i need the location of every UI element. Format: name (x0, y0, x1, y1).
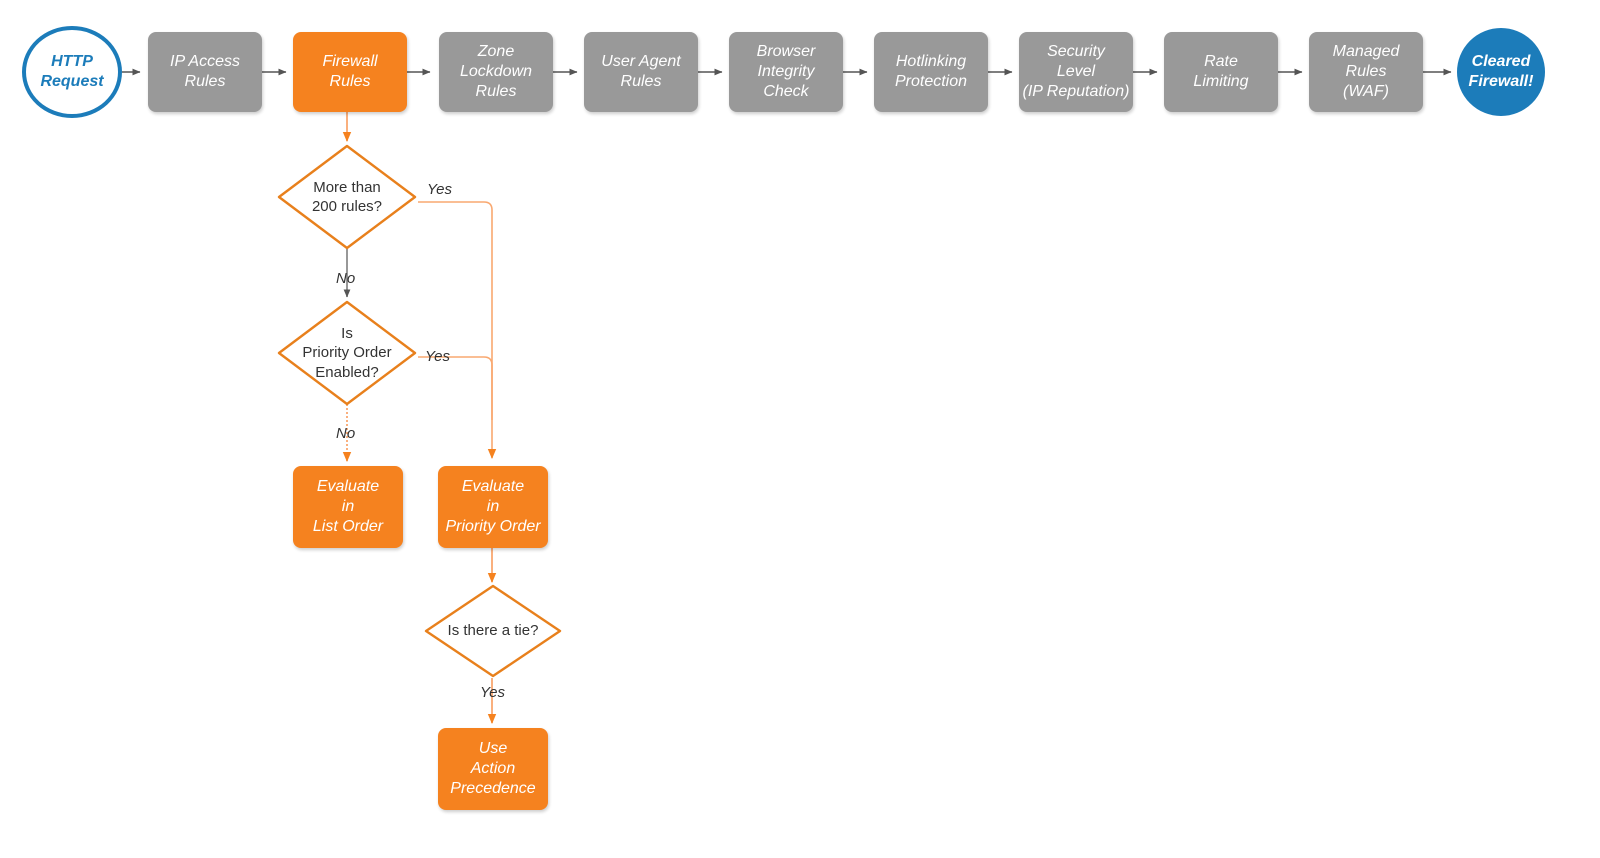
node-browser-integrity-check[interactable]: Browser Integrity Check (729, 32, 843, 112)
node-decision-more-than-200-rules[interactable]: More than 200 rules? (276, 143, 418, 251)
node-label: Is there a tie? (447, 622, 539, 640)
node-label: IP Access Rules (170, 52, 240, 90)
node-label: Evaluate in List Order (312, 477, 384, 536)
node-decision-is-priority-order-enabled[interactable]: Is Priority Order Enabled? (276, 299, 418, 407)
node-label: Evaluate in Priority Order (445, 477, 541, 536)
node-http-request[interactable]: HTTP Request (22, 26, 122, 118)
node-evaluate-in-priority-order[interactable]: Evaluate in Priority Order (438, 466, 548, 548)
node-use-action-precedence[interactable]: Use Action Precedence (438, 728, 548, 810)
node-zone-lockdown-rules[interactable]: Zone Lockdown Rules (439, 32, 553, 112)
node-label: HTTP Request (40, 52, 104, 90)
diamond-outline (424, 584, 562, 678)
node-decision-is-there-a-tie[interactable]: Is there a tie? (423, 583, 563, 679)
node-security-level[interactable]: Security Level (IP Reputation) (1019, 32, 1133, 112)
node-label: Browser Integrity Check (756, 42, 816, 101)
node-managed-rules-waf[interactable]: Managed Rules (WAF) (1309, 32, 1423, 112)
node-label: Cleared Firewall! (1468, 52, 1534, 90)
diamond-outline (277, 144, 417, 250)
node-rate-limiting[interactable]: Rate Limiting (1164, 32, 1278, 112)
edge-decision2-yes (418, 356, 493, 420)
node-ip-access-rules[interactable]: IP Access Rules (148, 32, 262, 112)
edge-label-more-than-200-yes: Yes (427, 181, 453, 198)
node-label: Managed Rules (WAF) (1332, 42, 1400, 101)
diamond-outline (277, 300, 417, 406)
node-label: More than 200 rules? (311, 178, 383, 216)
node-evaluate-in-list-order[interactable]: Evaluate in List Order (293, 466, 403, 548)
node-label: Firewall Rules (322, 52, 378, 90)
node-firewall-rules[interactable]: Firewall Rules (293, 32, 407, 112)
edge-label-priority-order-yes: Yes (425, 348, 451, 365)
node-label: Security Level (IP Reputation) (1022, 42, 1130, 101)
node-label: User Agent Rules (601, 52, 681, 90)
node-user-agent-rules[interactable]: User Agent Rules (584, 32, 698, 112)
node-label: Is Priority Order Enabled? (302, 324, 392, 381)
node-label: Use Action Precedence (450, 739, 536, 798)
node-cleared-firewall[interactable]: Cleared Firewall! (1457, 28, 1545, 116)
node-label: Rate Limiting (1193, 52, 1249, 90)
edge-label-tie-yes: Yes (480, 684, 506, 701)
edge-label-priority-order-no: No (336, 425, 356, 442)
edge-decision1-yes (418, 201, 497, 459)
node-label: Zone Lockdown Rules (459, 42, 533, 101)
node-hotlinking-protection[interactable]: Hotlinking Protection (874, 32, 988, 112)
node-label: Hotlinking Protection (894, 52, 968, 90)
edge-label-more-than-200-no: No (336, 270, 356, 287)
